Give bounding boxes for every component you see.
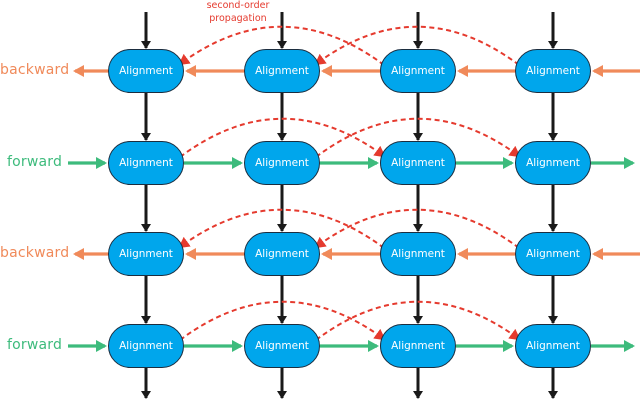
alignment-node-r2-c3: Alignment: [380, 141, 456, 185]
alignment-node-r1-c3: Alignment: [380, 49, 456, 93]
alignment-node-r1-c2: Alignment: [244, 49, 320, 93]
second-order-curve-r2-2: [315, 117, 521, 158]
alignment-node-r4-c3: Alignment: [380, 324, 456, 368]
alignment-node-r4-c4: Alignment: [515, 324, 591, 368]
row-label-2: forward: [7, 154, 63, 170]
alignment-node-r2-c4: Alignment: [515, 141, 591, 185]
alignment-node-r1-c1: Alignment: [108, 49, 184, 93]
alignment-node-r2-c2: Alignment: [244, 141, 320, 185]
alignment-node-r3-c1: Alignment: [108, 232, 184, 276]
second-order-curve-r4-1: [179, 300, 386, 341]
alignment-node-r3-c2: Alignment: [244, 232, 320, 276]
second-order-curve-r4-2: [315, 300, 521, 341]
annotation-line-1: second-order: [206, 0, 270, 11]
second-order-curve-r2-1: [179, 117, 386, 158]
alignment-node-r1-c4: Alignment: [515, 49, 591, 93]
alignment-node-r4-c1: Alignment: [108, 324, 184, 368]
alignment-node-r4-c2: Alignment: [244, 324, 320, 368]
alignment-node-r3-c4: Alignment: [515, 232, 591, 276]
alignment-node-r3-c3: Alignment: [380, 232, 456, 276]
annotation-line-2: propagation: [209, 13, 267, 24]
alignment-node-r2-c1: Alignment: [108, 141, 184, 185]
second-order-curve-r1-2: [314, 25, 520, 66]
second-order-curve-r3-1: [178, 208, 385, 249]
second-order-curve-r1-1: [178, 25, 385, 66]
second-order-annotation: second-order propagation: [178, 0, 298, 25]
row-label-4: forward: [7, 337, 63, 353]
row-label-3: backward: [0, 245, 70, 261]
second-order-curve-r3-2: [314, 208, 520, 249]
row-label-1: backward: [0, 62, 70, 78]
